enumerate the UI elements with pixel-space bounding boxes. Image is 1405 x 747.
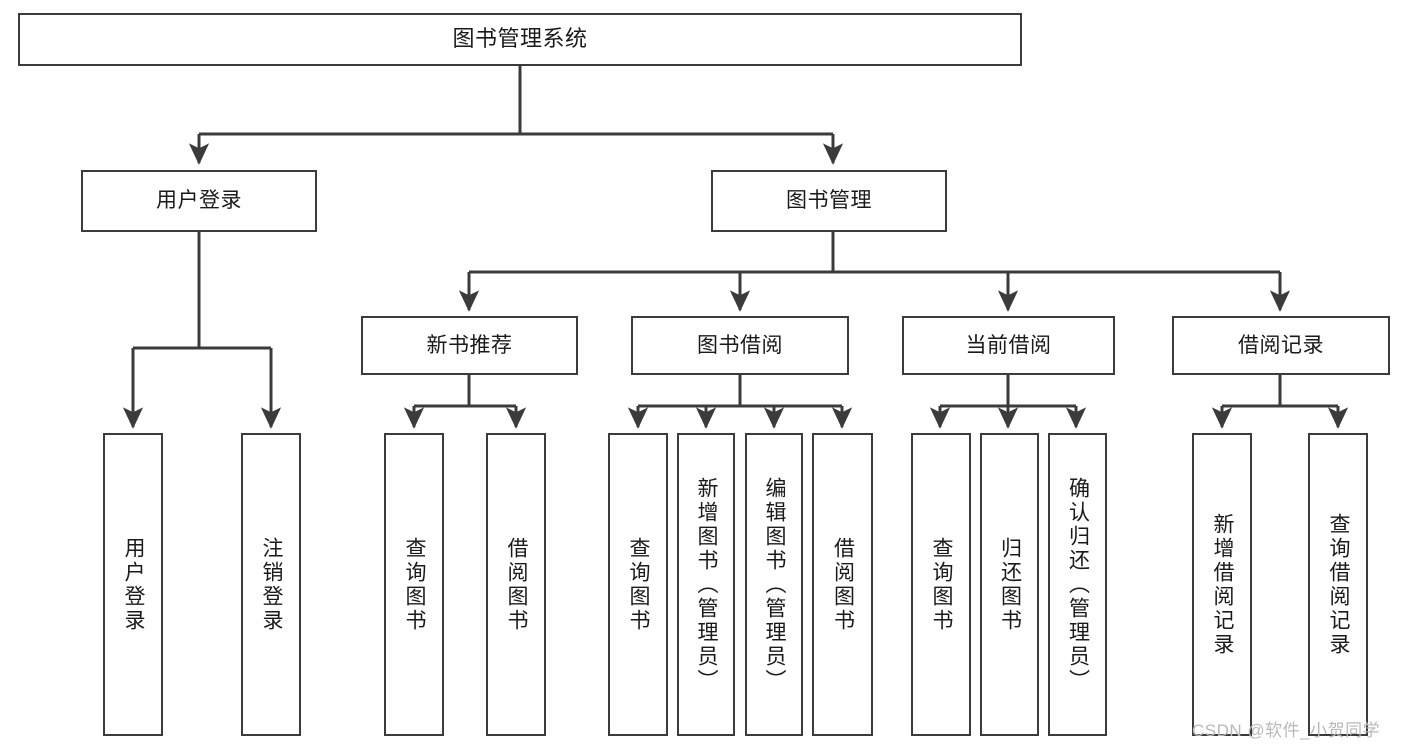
leaf-borrow-book-2[interactable]: 借阅图书 [812, 433, 873, 736]
leaf-edit-book[interactable]: 编辑图书（管理员） [745, 433, 803, 736]
node-label: 图书管理 [786, 189, 872, 213]
leaf-add-book[interactable]: 新增图书（管理员） [677, 433, 735, 736]
leaf-user-login[interactable]: 用户登录 [103, 433, 163, 736]
node-label: 借阅图书 [831, 536, 855, 633]
leaf-query-record[interactable]: 查询借阅记录 [1308, 433, 1368, 736]
node-label: 新增图书（管理员） [695, 476, 719, 693]
node-label: 确认归还（管理员） [1066, 476, 1090, 693]
node-label: 查询借阅记录 [1327, 512, 1351, 657]
node-label: 当前借阅 [965, 333, 1052, 357]
node-borrow-record[interactable]: 借阅记录 [1172, 316, 1390, 375]
node-label: 新增借阅记录 [1211, 512, 1235, 657]
leaf-borrow-book-1[interactable]: 借阅图书 [486, 433, 546, 736]
node-label: 归还图书 [998, 536, 1022, 633]
leaf-return-book[interactable]: 归还图书 [980, 433, 1039, 736]
leaf-query-book-1[interactable]: 查询图书 [384, 433, 444, 736]
leaf-query-book-2[interactable]: 查询图书 [608, 433, 668, 736]
leaf-confirm-return[interactable]: 确认归还（管理员） [1048, 433, 1107, 736]
node-current-borrow[interactable]: 当前借阅 [902, 316, 1115, 375]
node-root-book-management-system[interactable]: 图书管理系统 [18, 13, 1022, 66]
node-label: 用户登录 [122, 536, 146, 633]
leaf-query-book-3[interactable]: 查询图书 [911, 433, 971, 736]
node-label: 查询图书 [627, 536, 651, 633]
node-label: 图书借阅 [697, 333, 783, 357]
node-new-book-recommend[interactable]: 新书推荐 [361, 316, 578, 375]
leaf-logout[interactable]: 注销登录 [241, 433, 301, 736]
node-book-management[interactable]: 图书管理 [711, 170, 947, 232]
node-label: 用户登录 [156, 189, 242, 213]
node-label: 新书推荐 [426, 333, 513, 357]
leaf-add-record[interactable]: 新增借阅记录 [1192, 433, 1252, 736]
node-label: 图书管理系统 [452, 26, 588, 52]
node-label: 注销登录 [260, 536, 284, 633]
csdn-watermark: CSDN @软件_小贺同学 [1192, 721, 1381, 740]
node-label: 查询图书 [403, 536, 427, 633]
node-label: 借阅图书 [505, 536, 529, 633]
node-label: 编辑图书（管理员） [763, 476, 787, 693]
node-user-login[interactable]: 用户登录 [81, 170, 317, 232]
node-book-borrow[interactable]: 图书借阅 [631, 316, 849, 375]
node-label: 借阅记录 [1238, 333, 1324, 357]
node-label: 查询图书 [930, 536, 954, 633]
